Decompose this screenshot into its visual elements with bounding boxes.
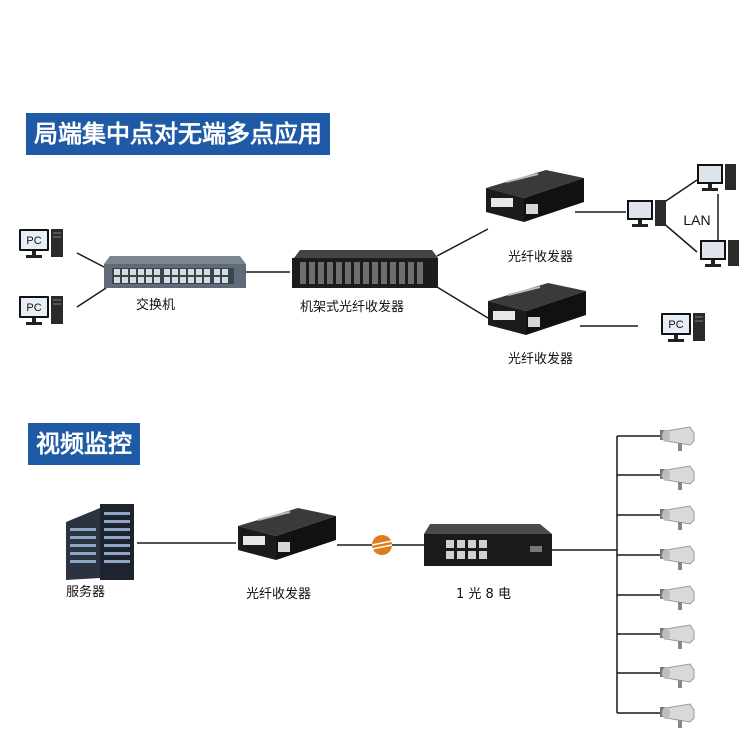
- lan-link-bottom: [661, 221, 698, 253]
- link-pc2-switch: [76, 287, 107, 308]
- section2-title: 视频监控: [28, 423, 140, 465]
- camera-icon: [659, 426, 695, 452]
- pc-label: PC: [26, 302, 41, 314]
- link-pc1-switch: [76, 252, 107, 269]
- rack-transceiver-icon: [292, 250, 438, 288]
- media-converter-icon: [485, 169, 585, 223]
- camera-icon: [659, 585, 695, 611]
- lan-label: LAN: [683, 212, 710, 228]
- media-converter-icon: [487, 282, 587, 336]
- server-label: 服务器: [66, 585, 106, 600]
- server-rack-icon: [66, 504, 134, 580]
- camera-icon: [659, 703, 695, 729]
- camera-icon: [659, 465, 695, 491]
- transceiver-label-video: 光纤收发器: [246, 587, 312, 602]
- rack-transceiver-label: 机架式光纤收发器: [300, 300, 405, 315]
- section1-title: 局端集中点对无端多点应用: [26, 113, 330, 155]
- pc-label: PC: [668, 319, 683, 331]
- camera-icon: [659, 624, 695, 650]
- pc-icon: PC: [661, 313, 705, 342]
- camera-icon: [659, 663, 695, 689]
- fiber-switch-icon: [424, 524, 552, 566]
- link-rack-mc2: [436, 286, 489, 319]
- camera-icon: [659, 545, 695, 571]
- pc-label: PC: [26, 235, 41, 247]
- media-converter-icon: [237, 507, 337, 561]
- switch-label: 交换机: [136, 298, 176, 313]
- fiber-switch-label: 1 光 8 电: [456, 587, 511, 602]
- computer-icon: [697, 164, 736, 191]
- computer-icon: [627, 200, 666, 227]
- pc-icon: PC: [19, 296, 63, 325]
- link-rack-mc1: [436, 228, 489, 257]
- fiber-connector-icon: [371, 535, 393, 555]
- transceiver-label-top: 光纤收发器: [508, 250, 574, 265]
- switch-icon: [104, 256, 246, 288]
- transceiver-label-bottom: 光纤收发器: [508, 352, 574, 367]
- lan-link-top: [659, 179, 698, 206]
- pc-icon: PC: [19, 229, 63, 258]
- camera-icon: [659, 505, 695, 531]
- computer-icon: [700, 240, 739, 267]
